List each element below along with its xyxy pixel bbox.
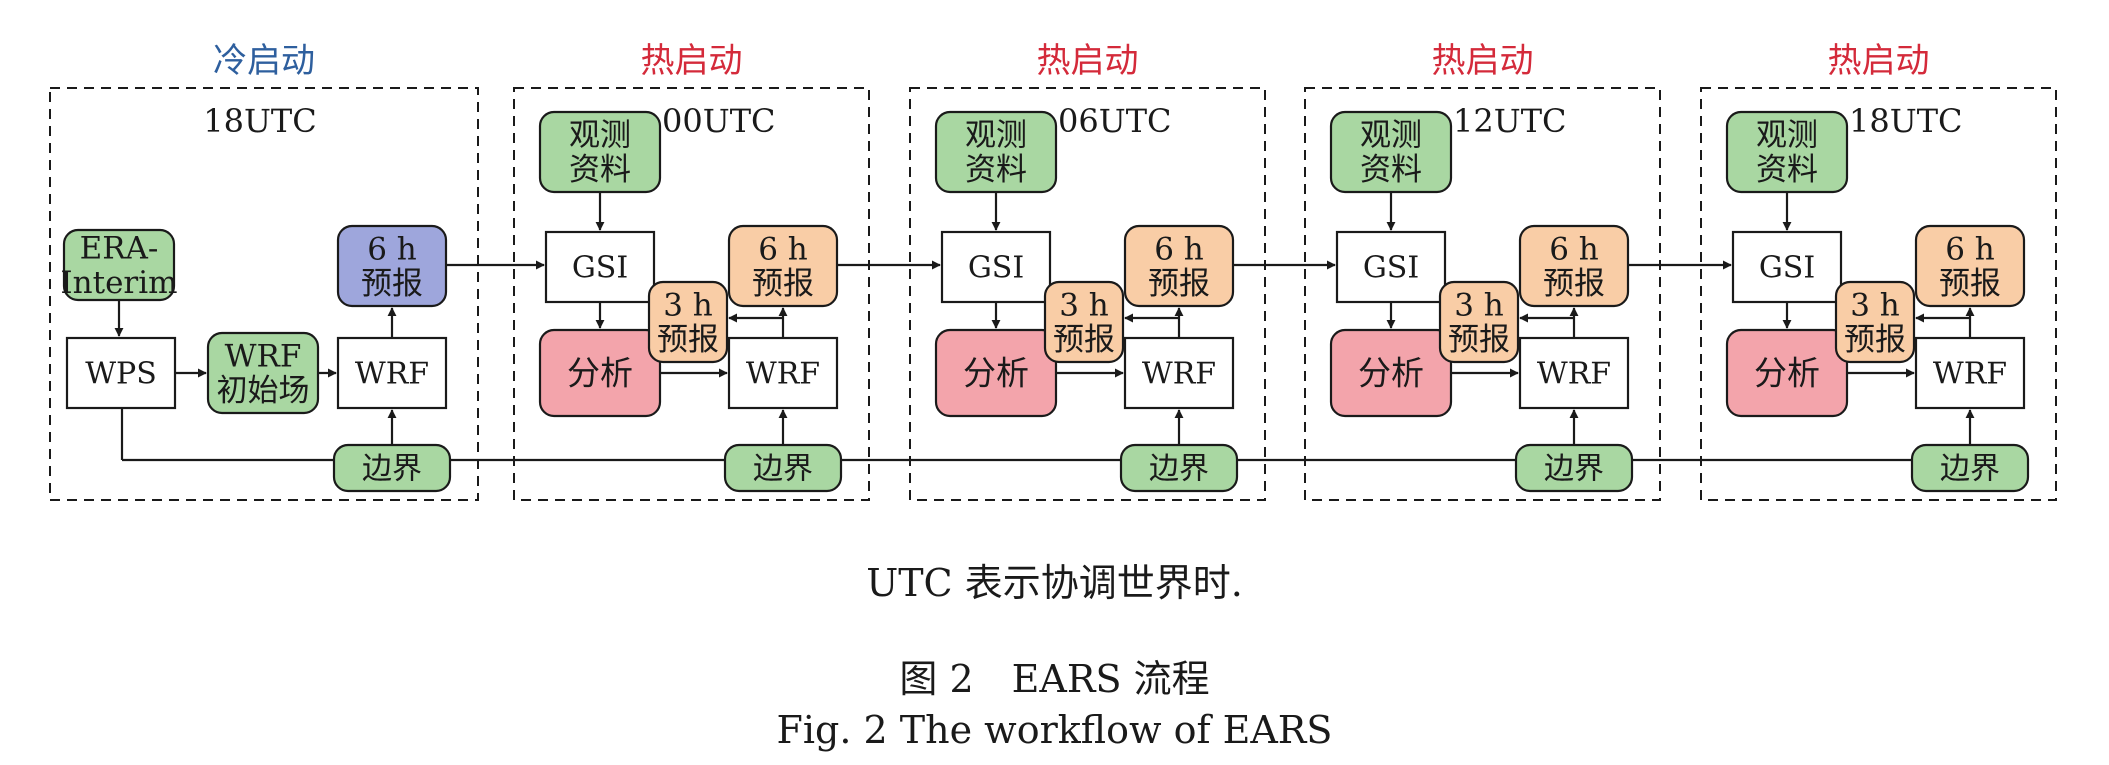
column-00utc-1-time-label: 00UTC <box>662 102 776 140</box>
wrf-init-box <box>206 331 320 415</box>
column-00utc-1-gsi-box <box>544 230 656 304</box>
column-18utc-4-gsi-box <box>1731 230 1843 304</box>
column-06utc-2-analysis-box <box>934 328 1058 418</box>
column-18utc-4-time-label: 18UTC <box>1849 102 1963 140</box>
column-18utc-0-time-label: 18UTC <box>203 102 317 140</box>
column-00utc-1-wrf-box-label: WRF <box>746 357 820 392</box>
column-00utc-1-fc3-box <box>647 280 729 364</box>
column-18utc-4-fc3-box <box>1834 280 1916 364</box>
column-12utc-3-frame <box>1304 87 1661 501</box>
column-12utc-3-fc3-box <box>1438 280 1520 364</box>
column-06utc-2-time-label: 06UTC <box>1058 102 1172 140</box>
column-06utc-2-gsi-box <box>940 230 1052 304</box>
column-18utc-0-boundary-box-label: 边界 <box>362 452 422 487</box>
column-18utc-0-start-label: 冷启动 <box>213 41 315 81</box>
wps-box <box>65 336 177 410</box>
column-18utc-4-fc6-box <box>1914 224 2026 308</box>
column-18utc-4-frame <box>1700 87 2057 501</box>
column-12utc-3-gsi-box-label: GSI <box>1363 251 1419 286</box>
wps-box-label: WPS <box>85 357 157 392</box>
column-00utc-1-boundary-box-label: 边界 <box>753 452 813 487</box>
column-00utc-1-wrf-box <box>727 336 839 410</box>
column-06utc-2-frame <box>909 87 1266 501</box>
column-00utc-1-boundary-box <box>723 443 843 493</box>
era-interim-box-label: ERA-Interim <box>60 230 177 301</box>
column-12utc-3-start-label: 热启动 <box>1432 41 1534 81</box>
column-06utc-2-fc3-box <box>1043 280 1125 364</box>
figure-title-english: Fig. 2 The workflow of EARS <box>776 708 1333 752</box>
column-00utc-1-obs-box <box>538 110 662 194</box>
column-18utc-4-wrf-box <box>1914 336 2026 410</box>
column-06utc-2-boundary-box <box>1119 443 1239 493</box>
utc-note: UTC 表示协调世界时. <box>866 561 1243 605</box>
column-18utc-4-analysis-box-label: 分析 <box>1754 354 1820 393</box>
column-18utc-4-obs-box-label: 观测资料 <box>1756 117 1818 188</box>
column-00utc-1-analysis-box <box>538 328 662 418</box>
column-18utc-0-frame <box>49 87 479 501</box>
column-06utc-2-wrf-box <box>1123 336 1235 410</box>
column-18utc-0-boundary-box <box>332 443 452 493</box>
column-12utc-3-boundary-box-label: 边界 <box>1544 452 1604 487</box>
column-12utc-3-analysis-box <box>1329 328 1453 418</box>
column-18utc-4-start-label: 热启动 <box>1828 41 1930 81</box>
column-06utc-2-gsi-box-label: GSI <box>968 251 1024 286</box>
column-00utc-1-frame <box>513 87 870 501</box>
column-18utc-4-boundary-box-label: 边界 <box>1940 452 2000 487</box>
column-06utc-2-fc6-box <box>1123 224 1235 308</box>
column-18utc-4-boundary-box <box>1910 443 2030 493</box>
column-06utc-2-obs-box-label: 观测资料 <box>965 117 1027 188</box>
column-12utc-3-boundary-box <box>1514 443 1634 493</box>
column-12utc-3-obs-box-label: 观测资料 <box>1360 117 1422 188</box>
column-06utc-2-obs-box <box>934 110 1058 194</box>
column-18utc-4-wrf-box-label: WRF <box>1933 357 2007 392</box>
column-18utc-4-obs-box <box>1725 110 1849 194</box>
column-12utc-3-analysis-box-label: 分析 <box>1358 354 1424 393</box>
column-18utc-0-wrf-box <box>336 336 448 410</box>
column-06utc-2-wrf-box-label: WRF <box>1142 357 1216 392</box>
column-12utc-3-time-label: 12UTC <box>1453 102 1567 140</box>
figure-title-chinese: 图 2 EARS 流程 <box>899 657 1210 701</box>
column-06utc-2-analysis-box-label: 分析 <box>963 354 1029 393</box>
column-18utc-0-wrf-box-label: WRF <box>355 357 429 392</box>
column-06utc-2-boundary-box-label: 边界 <box>1149 452 1209 487</box>
column-00utc-1-start-label: 热启动 <box>641 41 743 81</box>
era-interim-box <box>62 228 176 302</box>
column-12utc-3-wrf-box <box>1518 336 1630 410</box>
column-18utc-0-fc6-box <box>336 224 448 308</box>
column-00utc-1-fc6-box <box>727 224 839 308</box>
column-00utc-1-gsi-box-label: GSI <box>572 251 628 286</box>
column-12utc-3-wrf-box-label: WRF <box>1537 357 1611 392</box>
column-18utc-4-analysis-box <box>1725 328 1849 418</box>
column-00utc-1-analysis-box-label: 分析 <box>567 354 633 393</box>
column-12utc-3-obs-box <box>1329 110 1453 194</box>
column-00utc-1-obs-box-label: 观测资料 <box>569 117 631 188</box>
column-18utc-4-gsi-box-label: GSI <box>1759 251 1815 286</box>
column-06utc-2-start-label: 热启动 <box>1037 41 1139 81</box>
column-12utc-3-gsi-box <box>1335 230 1447 304</box>
column-12utc-3-fc6-box <box>1518 224 1630 308</box>
